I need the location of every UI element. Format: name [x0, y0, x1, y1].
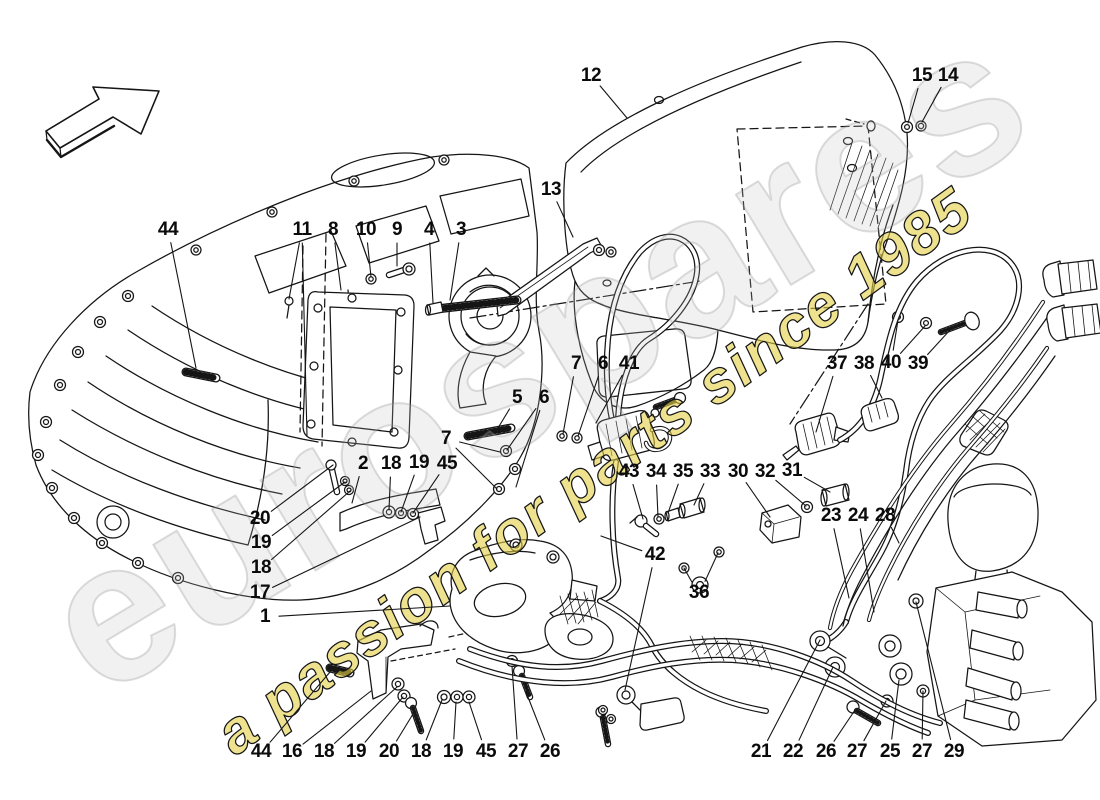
part-callout-18[interactable]: 18 [410, 741, 432, 762]
part-callout-28[interactable]: 28 [874, 505, 896, 526]
leader-lines [170, 85, 952, 745]
part-callout-45[interactable]: 45 [436, 453, 458, 474]
part-callout-29[interactable]: 29 [943, 741, 965, 762]
bracket-13-drawing [496, 237, 617, 317]
part-callout-37[interactable]: 37 [826, 353, 848, 374]
electrical-connectors-drawing [830, 259, 1100, 628]
part-callout-42[interactable]: 42 [644, 544, 666, 565]
part-callout-27[interactable]: 27 [911, 741, 933, 762]
part-callout-9[interactable]: 9 [391, 219, 403, 240]
part-callout-12[interactable]: 12 [580, 65, 602, 86]
part-callout-31[interactable]: 31 [781, 460, 803, 481]
part-callout-26[interactable]: 26 [539, 741, 561, 762]
part-callout-41[interactable]: 41 [618, 353, 640, 374]
part-callout-25[interactable]: 25 [879, 741, 901, 762]
part-callout-15[interactable]: 15 [911, 65, 933, 86]
part-callout-14[interactable]: 14 [937, 65, 959, 86]
part-callout-32[interactable]: 32 [754, 461, 776, 482]
part-callout-16[interactable]: 16 [281, 741, 303, 762]
hydraulic-fittings-drawing [629, 120, 980, 544]
part-callout-27[interactable]: 27 [846, 741, 868, 762]
part-callout-5[interactable]: 5 [511, 387, 523, 408]
part-callout-19[interactable]: 19 [442, 741, 464, 762]
part-callout-2[interactable]: 2 [357, 453, 369, 474]
part-callout-30[interactable]: 30 [727, 461, 749, 482]
part-callout-8[interactable]: 8 [327, 219, 339, 240]
part-callout-35[interactable]: 35 [672, 461, 694, 482]
part-callout-18[interactable]: 18 [250, 557, 272, 578]
part-callout-7[interactable]: 7 [570, 353, 582, 374]
part-callout-45[interactable]: 45 [475, 741, 497, 762]
clutch-master-cylinder-drawing [449, 538, 614, 660]
part-callout-21[interactable]: 21 [750, 741, 772, 762]
part-callout-43[interactable]: 43 [618, 461, 640, 482]
part-callout-10[interactable]: 10 [355, 219, 377, 240]
part-callout-20[interactable]: 20 [378, 741, 400, 762]
part-callout-34[interactable]: 34 [645, 461, 667, 482]
part-callout-13[interactable]: 13 [540, 179, 562, 200]
part-callout-26[interactable]: 26 [815, 741, 837, 762]
part-callout-23[interactable]: 23 [820, 505, 842, 526]
part-callout-36[interactable]: 36 [688, 582, 710, 603]
part-callout-24[interactable]: 24 [847, 505, 869, 526]
part-callout-44[interactable]: 44 [250, 741, 272, 762]
fluid-reservoir-drawing [947, 463, 1039, 588]
part-callout-18[interactable]: 18 [380, 453, 402, 474]
part-callout-20[interactable]: 20 [249, 508, 271, 529]
part-callout-17[interactable]: 17 [249, 582, 271, 603]
part-callout-39[interactable]: 39 [907, 353, 929, 374]
bottom-fasteners-drawing [391, 654, 685, 748]
part-callout-22[interactable]: 22 [782, 741, 804, 762]
washers-drawing [382, 430, 725, 594]
part-callout-6[interactable]: 6 [538, 387, 550, 408]
direction-arrow-icon [45, 86, 160, 159]
part-callout-27[interactable]: 27 [507, 741, 529, 762]
part-callout-1[interactable]: 1 [259, 606, 271, 627]
part-callout-44[interactable]: 44 [157, 219, 179, 240]
part-callout-19[interactable]: 19 [250, 532, 272, 553]
part-callout-19[interactable]: 19 [408, 452, 430, 473]
gasket-plate-drawing [302, 291, 415, 449]
solenoid-valve-drawing [587, 391, 687, 461]
part-callout-38[interactable]: 38 [853, 353, 875, 374]
part-callout-19[interactable]: 19 [345, 741, 367, 762]
part-callout-7[interactable]: 7 [440, 428, 452, 449]
part-callout-3[interactable]: 3 [455, 219, 467, 240]
part-callout-40[interactable]: 40 [880, 352, 902, 373]
part-callout-33[interactable]: 33 [699, 461, 721, 482]
part-callout-11[interactable]: 11 [292, 219, 312, 240]
hoses-bundle-drawing [459, 462, 940, 733]
part-callout-18[interactable]: 18 [313, 741, 335, 762]
part-callout-6[interactable]: 6 [597, 353, 609, 374]
part-callout-4[interactable]: 4 [423, 219, 435, 240]
